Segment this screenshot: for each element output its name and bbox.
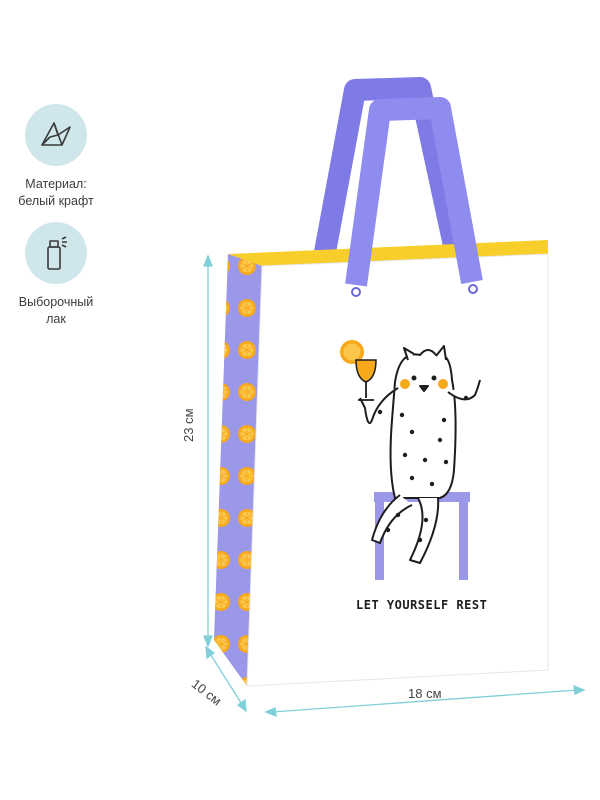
bag-slogan: LET YOURSELF REST — [356, 598, 488, 612]
feature-material: Материал: белый крафт — [8, 104, 104, 210]
bag-handle-front — [345, 97, 483, 287]
height-dimension-label: 23 см — [181, 408, 196, 442]
bag-side-pattern — [214, 254, 262, 686]
material-label: Материал: белый крафт — [18, 177, 94, 208]
cocktail-glass-graphic — [340, 340, 377, 401]
width-dimension-label: 18 см — [408, 686, 442, 701]
cat-cheeks — [400, 379, 448, 389]
varnish-label: Выборочный лак — [18, 295, 94, 326]
dimension-lines — [203, 254, 586, 718]
bag-handle-back — [314, 77, 466, 255]
origami-bird-icon — [25, 104, 87, 166]
spray-can-icon — [25, 222, 87, 284]
cat-spots — [377, 395, 469, 543]
feature-varnish: Выборочный лак — [8, 222, 104, 328]
handle-eyelet-right — [468, 284, 478, 294]
handle-eyelet-left — [351, 287, 361, 297]
